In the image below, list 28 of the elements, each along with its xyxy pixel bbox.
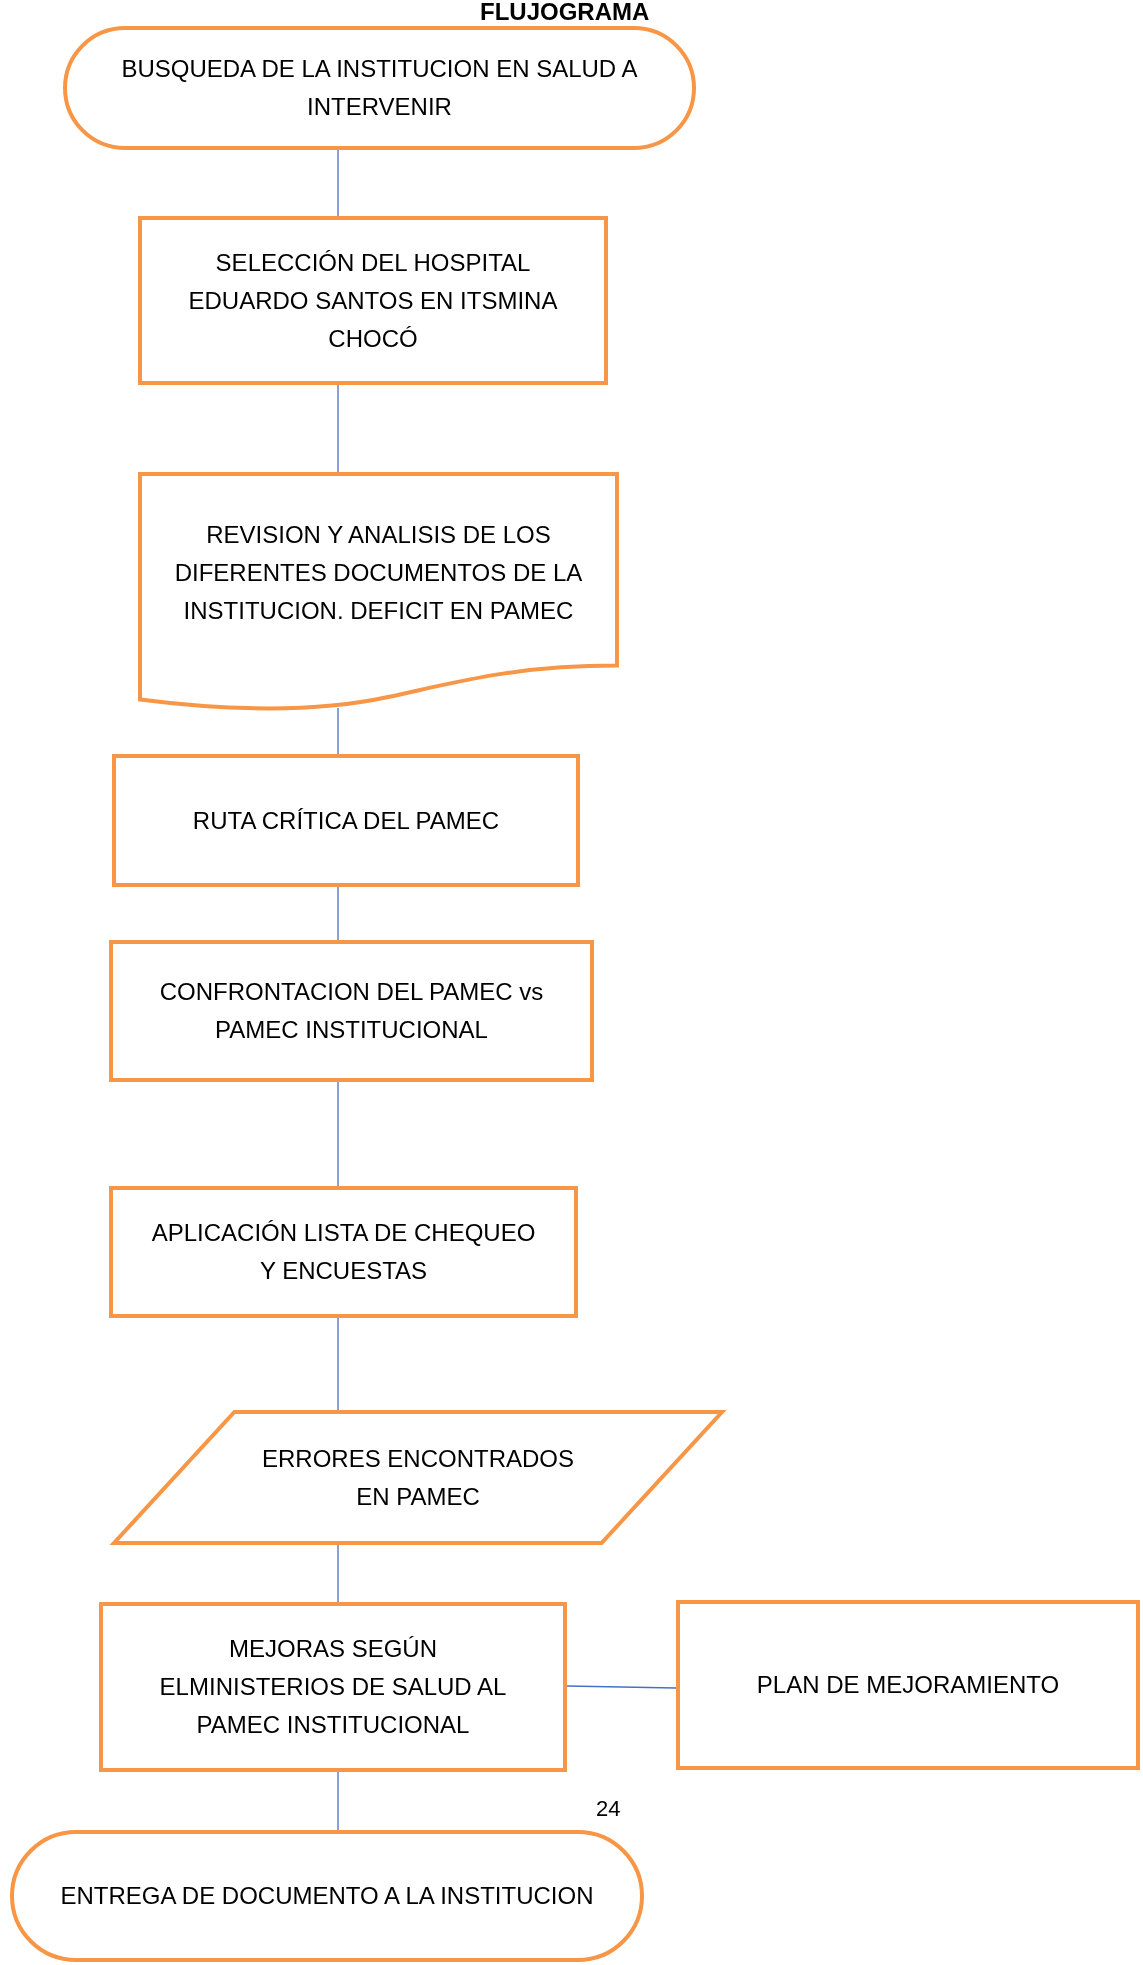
node-text: CONFRONTACION DEL PAMEC vs PAMEC INSTITUCIONAL: [158, 977, 545, 1045]
connector-line: [337, 1544, 339, 1603]
node-text: REVISION Y ANALISIS DE LOS DIFERENTES DOCUMENTOS DE LA INSTITUCION. DEFICIT EN PAMEC: [173, 520, 584, 626]
connector-line: [337, 1317, 339, 1411]
process-box: [676, 1600, 1140, 1770]
node-text: PLAN DE MEJORAMIENTO: [756, 1670, 1060, 1700]
connector-line: [337, 886, 339, 941]
process-box: [109, 940, 594, 1082]
node-text: APLICACIÓN LISTA DE CHEQUEO Y ENCUESTAS: [150, 1218, 537, 1286]
node-text: RUTA CRÍTICA DEL PAMEC: [192, 805, 500, 836]
connector-line: [337, 1081, 339, 1187]
process-box: [109, 1186, 578, 1318]
node-text: SELECCIÓN DEL HOSPITAL EDUARDO SANTOS EN ITSMINA CHOCÓ: [187, 247, 559, 354]
connector-line: [337, 149, 339, 217]
process-box: [112, 754, 580, 887]
diagram-title: FLUJOGRAMA: [480, 0, 650, 24]
connector-line: [337, 1771, 339, 1831]
connector-line: [566, 1685, 677, 1689]
node-text: ERRORES ENCONTRADOS EN PAMEC: [260, 1443, 575, 1512]
node-text: ENTREGA DE DOCUMENTO A LA INSTITUCION: [60, 1881, 594, 1911]
page-number: 24: [596, 1796, 621, 1822]
connector-line: [337, 707, 339, 755]
process-box: [138, 216, 608, 385]
data-parallelogram: [112, 1410, 724, 1545]
node-text: BUSQUEDA DE LA INSTITUCION EN SALUD A INTERVENIR: [120, 54, 639, 122]
connector-line: [337, 384, 339, 473]
node-text: MEJORAS SEGÚN ELMINISTERIOS DE SALUD AL PAMEC INSTITUCIONAL: [158, 1634, 508, 1740]
process-box: [99, 1602, 567, 1772]
